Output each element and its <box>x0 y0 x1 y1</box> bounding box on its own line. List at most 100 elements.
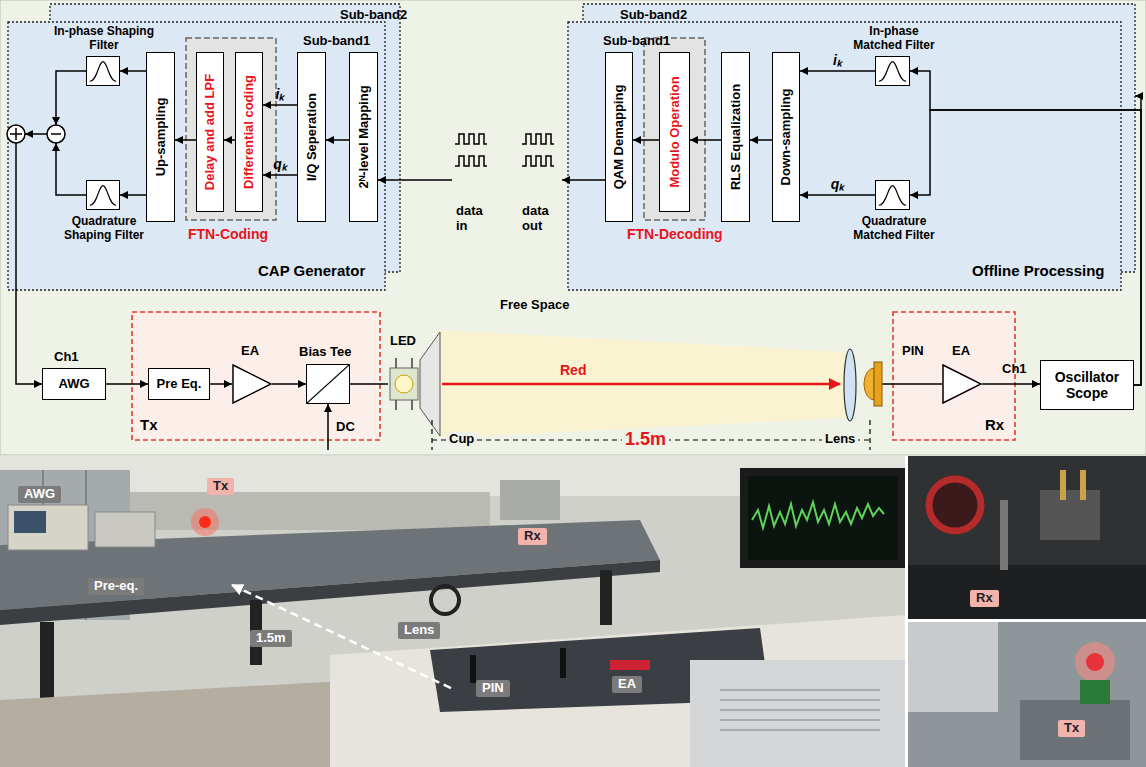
process-box: 2ᴺ-level Mapping <box>349 52 378 222</box>
process-box: Delay and add LPF <box>196 52 224 212</box>
annotation: DC <box>336 420 355 435</box>
photo-tag: PIN <box>476 680 510 697</box>
signal-label: qₖ <box>831 176 845 192</box>
photo-tag: 1.5m <box>250 630 292 647</box>
signal-label: iₖ <box>276 86 285 102</box>
connector <box>224 139 235 141</box>
subband-panel: Sub-band1Offline Processing QAM Demapping… <box>568 22 1121 290</box>
node-label: Tx <box>140 416 158 433</box>
panel-fill <box>568 22 1121 290</box>
triangle <box>943 365 981 403</box>
process-box: AWG <box>42 368 106 400</box>
photo-tag: Tx <box>1058 720 1085 737</box>
group-fill <box>186 38 276 220</box>
dashed-region: RxEA <box>893 312 1015 440</box>
node-label: Up-sampling <box>153 98 168 177</box>
connector <box>263 174 297 176</box>
node-label: Modulo Operation <box>667 76 682 187</box>
node-label: Quadrature Shaping Filter <box>54 215 154 243</box>
bell-curve <box>90 62 116 82</box>
node-label: Differential coding <box>242 75 257 189</box>
connector <box>120 70 146 72</box>
process-box: Down-sampling <box>772 52 800 222</box>
signal-label: iₖ <box>833 52 842 68</box>
node-label: LED <box>390 334 416 349</box>
connector <box>800 194 875 196</box>
node-label: EA <box>241 344 259 359</box>
subband-panel: Sub-band1CAP GeneratorFTN-CodingDelay an… <box>8 22 385 290</box>
photo-tag: Pre-eq. <box>88 578 144 595</box>
node-label: FTN-Decoding <box>627 226 723 242</box>
node-label: RLS Equalization <box>728 84 743 190</box>
photo-tag: Rx <box>970 590 999 607</box>
node-label: Sub-band1 <box>603 34 670 49</box>
connector <box>120 194 146 196</box>
annotation: Lens <box>822 432 858 447</box>
annotation: Red <box>560 362 586 378</box>
filt-outline <box>87 57 119 85</box>
node-label: Sub-band2 <box>340 8 407 23</box>
led-symbol: LED <box>388 354 420 414</box>
annotation: Ch1 <box>54 350 79 365</box>
bell-curve <box>90 186 116 206</box>
photo-tag: EA <box>612 676 642 693</box>
tee-outline <box>307 365 349 403</box>
diagonal <box>307 365 349 403</box>
connector <box>910 71 1141 385</box>
amp-outline <box>232 364 272 404</box>
led-board <box>390 368 418 400</box>
connector <box>633 139 659 141</box>
bell-curve <box>879 62 906 82</box>
filt-outline <box>87 181 119 209</box>
node-label: QAM Demapping <box>612 85 627 190</box>
node-label: In-phase Matched Filter <box>844 25 944 53</box>
annotation: Ch1 <box>1002 362 1027 377</box>
annotation: 1.5m <box>622 429 669 450</box>
annotation: data in <box>456 204 492 234</box>
connector <box>263 104 297 106</box>
node-label: FTN-Coding <box>188 226 268 242</box>
node-label: Rx <box>985 416 1004 433</box>
connector <box>910 110 1141 385</box>
amplifier-symbol: EA <box>942 364 982 404</box>
dashed-group: FTN-DecodingModulo Operation <box>644 38 705 220</box>
annotation: Free Space <box>500 298 569 313</box>
process-box: QAM Demapping <box>605 52 633 222</box>
led-outline <box>388 354 420 414</box>
node-label: Delay and add LPF <box>203 74 218 190</box>
node-label: 2ᴺ-level Mapping <box>356 85 371 188</box>
process-box: Pre Eq. <box>148 368 210 400</box>
filter-box: Quadrature Matched Filter <box>875 180 910 210</box>
photo-tag: Rx <box>518 528 547 545</box>
connector <box>326 139 349 141</box>
process-box: Modulo Operation <box>659 52 690 212</box>
connector <box>982 383 1040 385</box>
annotation: PIN <box>902 344 924 359</box>
process-box: Up-sampling <box>146 52 175 222</box>
connector <box>272 383 306 385</box>
filt-outline <box>876 57 909 85</box>
led-leads <box>396 358 412 410</box>
photo-tag: Lens <box>398 622 440 639</box>
dashed-group: FTN-CodingDelay and add LPFDifferential … <box>186 38 276 220</box>
bias-tee-box: Bias Tee <box>306 364 350 404</box>
node-label: Oscillator Scope <box>1047 369 1127 401</box>
process-box: RLS Equalization <box>721 52 750 222</box>
node-label: Sub-band1 <box>303 34 370 49</box>
region-fill <box>893 312 1015 440</box>
led-dome <box>395 375 413 393</box>
triangle <box>233 365 271 403</box>
connector <box>690 139 721 141</box>
node-label: Offline Processing <box>972 262 1105 279</box>
group-fill <box>644 38 705 220</box>
filter-box: Quadrature Shaping Filter <box>86 180 120 210</box>
node-label: Sub-band2 <box>620 8 687 23</box>
annotation: data out <box>522 204 558 234</box>
node-label: I/Q Seperation <box>304 93 319 181</box>
photo-tag: Tx <box>207 478 234 495</box>
connector <box>106 383 148 385</box>
signal-label: qₖ <box>273 156 287 172</box>
node-label: Pre Eq. <box>157 377 202 392</box>
node-label: In-phase Shaping Filter <box>54 25 154 53</box>
node-label: AWG <box>58 377 89 392</box>
